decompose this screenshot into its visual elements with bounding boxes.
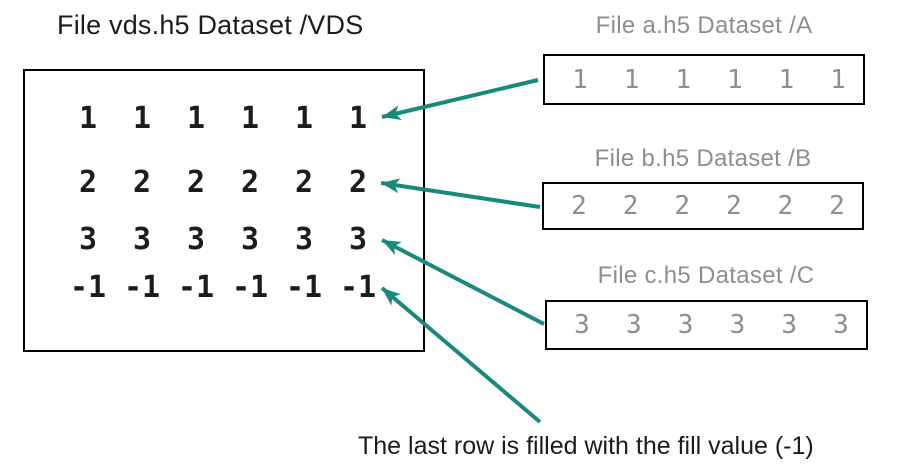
vds-cell: 2 (186, 165, 206, 200)
source-cell: 1 (623, 64, 640, 95)
vds-row-1: 1 1 1 1 1 1 (25, 101, 423, 137)
vds-row-3: 3 3 3 3 3 3 (25, 222, 423, 258)
vds-cell: 2 (348, 165, 368, 200)
vds-dataset-box: 1 1 1 1 1 1 2 2 2 2 2 2 3 3 3 3 3 3 -1 -… (23, 69, 425, 352)
source-cell: 2 (674, 191, 691, 221)
source-c-title: File c.h5 Dataset /C (597, 262, 815, 289)
source-b-box: 2 2 2 2 2 2 (542, 182, 864, 230)
vds-title: File vds.h5 Dataset /VDS (57, 10, 364, 40)
vds-row-2: 2 2 2 2 2 2 (25, 165, 423, 201)
source-cell: 1 (572, 64, 588, 95)
vds-cell: -1 (231, 270, 269, 305)
source-cell: 3 (574, 310, 590, 340)
source-cell: 1 (726, 64, 743, 95)
arrow-a-to-row1-icon (381, 78, 539, 121)
vds-cell: 1 (186, 101, 206, 136)
source-cell: 2 (777, 191, 794, 221)
vds-cell: 3 (348, 222, 368, 257)
source-cell: 2 (622, 191, 639, 221)
source-cell: 2 (725, 191, 742, 221)
source-cell: 1 (778, 64, 795, 95)
arrow-annotation-to-fill-row-icon (380, 286, 542, 424)
source-cell: 3 (781, 310, 798, 340)
vds-cell: -1 (69, 270, 107, 305)
arrow-b-to-row2-icon (380, 178, 541, 209)
vds-cell: 2 (240, 165, 260, 200)
source-cell: 3 (625, 310, 642, 340)
vds-cell: 3 (294, 222, 314, 257)
vds-cell: 2 (132, 165, 152, 200)
vds-cell: -1 (339, 270, 377, 305)
source-a-title: File a.h5 Dataset /A (595, 12, 813, 39)
source-cell: 2 (829, 191, 845, 221)
source-cell: 3 (677, 310, 694, 340)
vds-cell: -1 (123, 270, 161, 305)
source-cell: 3 (833, 310, 849, 340)
arrow-c-to-row3-icon (381, 238, 545, 326)
source-b-title: File b.h5 Dataset /B (594, 145, 812, 172)
vds-cell: 1 (132, 101, 152, 136)
source-cell: 3 (729, 310, 746, 340)
vds-cell: 3 (78, 222, 98, 257)
vds-cell: 3 (132, 222, 152, 257)
vds-cell: -1 (177, 270, 215, 305)
vds-cell: 1 (348, 101, 368, 136)
source-a-box: 1 1 1 1 1 1 (543, 54, 865, 105)
vds-cell: 1 (78, 101, 98, 136)
vds-cell: 3 (240, 222, 260, 257)
vds-cell: 1 (294, 101, 314, 136)
source-cell: 1 (675, 64, 692, 95)
source-cell: 1 (830, 64, 846, 95)
fill-value-annotation: The last row is filled with the fill val… (358, 432, 814, 460)
source-cell: 2 (571, 191, 587, 221)
vds-cell: 2 (294, 165, 314, 200)
source-c-box: 3 3 3 3 3 3 (545, 300, 868, 350)
vds-cell: 3 (186, 222, 206, 257)
vds-cell: 2 (78, 165, 98, 200)
vds-cell: 1 (240, 101, 260, 136)
vds-row-fill: -1 -1 -1 -1 -1 -1 (25, 270, 423, 306)
vds-cell: -1 (285, 270, 323, 305)
